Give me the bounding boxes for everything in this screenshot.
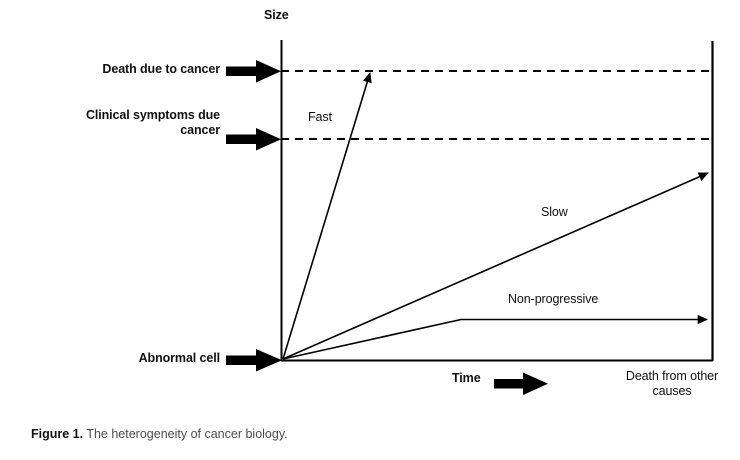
- curve-label-non-progressive: Non-progressive: [508, 292, 599, 306]
- time-direction-arrow: [494, 372, 548, 395]
- death-due-to-cancer-pointer-arrow: [226, 60, 281, 83]
- curve-label-fast: Fast: [308, 110, 332, 124]
- death-other-line-2: causes: [652, 383, 692, 398]
- label-death-due-to-cancer: Death due to cancer: [102, 62, 220, 76]
- curve-label-slow: Slow: [541, 205, 568, 219]
- fast-growth-line: [282, 72, 372, 360]
- figure-caption: Figure 1. The heterogeneity of cancer bi…: [31, 427, 288, 441]
- clinical-symptoms-line-2: cancer: [180, 122, 220, 137]
- y-axis-title: Size: [264, 8, 289, 22]
- non-progressive-line: [282, 314, 709, 360]
- figure-caption-text: The heterogeneity of cancer biology.: [83, 427, 288, 441]
- clinical-symptoms-line-1: Clinical symptoms due: [85, 108, 220, 122]
- x-axis-title: Time: [452, 371, 481, 385]
- label-abnormal-cell: Abnormal cell: [138, 351, 220, 365]
- death-other-line-1: Death from other: [625, 369, 719, 383]
- slow-growth-line: [282, 172, 709, 360]
- clinical-symptoms-pointer-arrow: [226, 128, 281, 151]
- figure-caption-label: Figure 1.: [31, 427, 84, 441]
- abnormal-cell-pointer-arrow: [226, 349, 282, 372]
